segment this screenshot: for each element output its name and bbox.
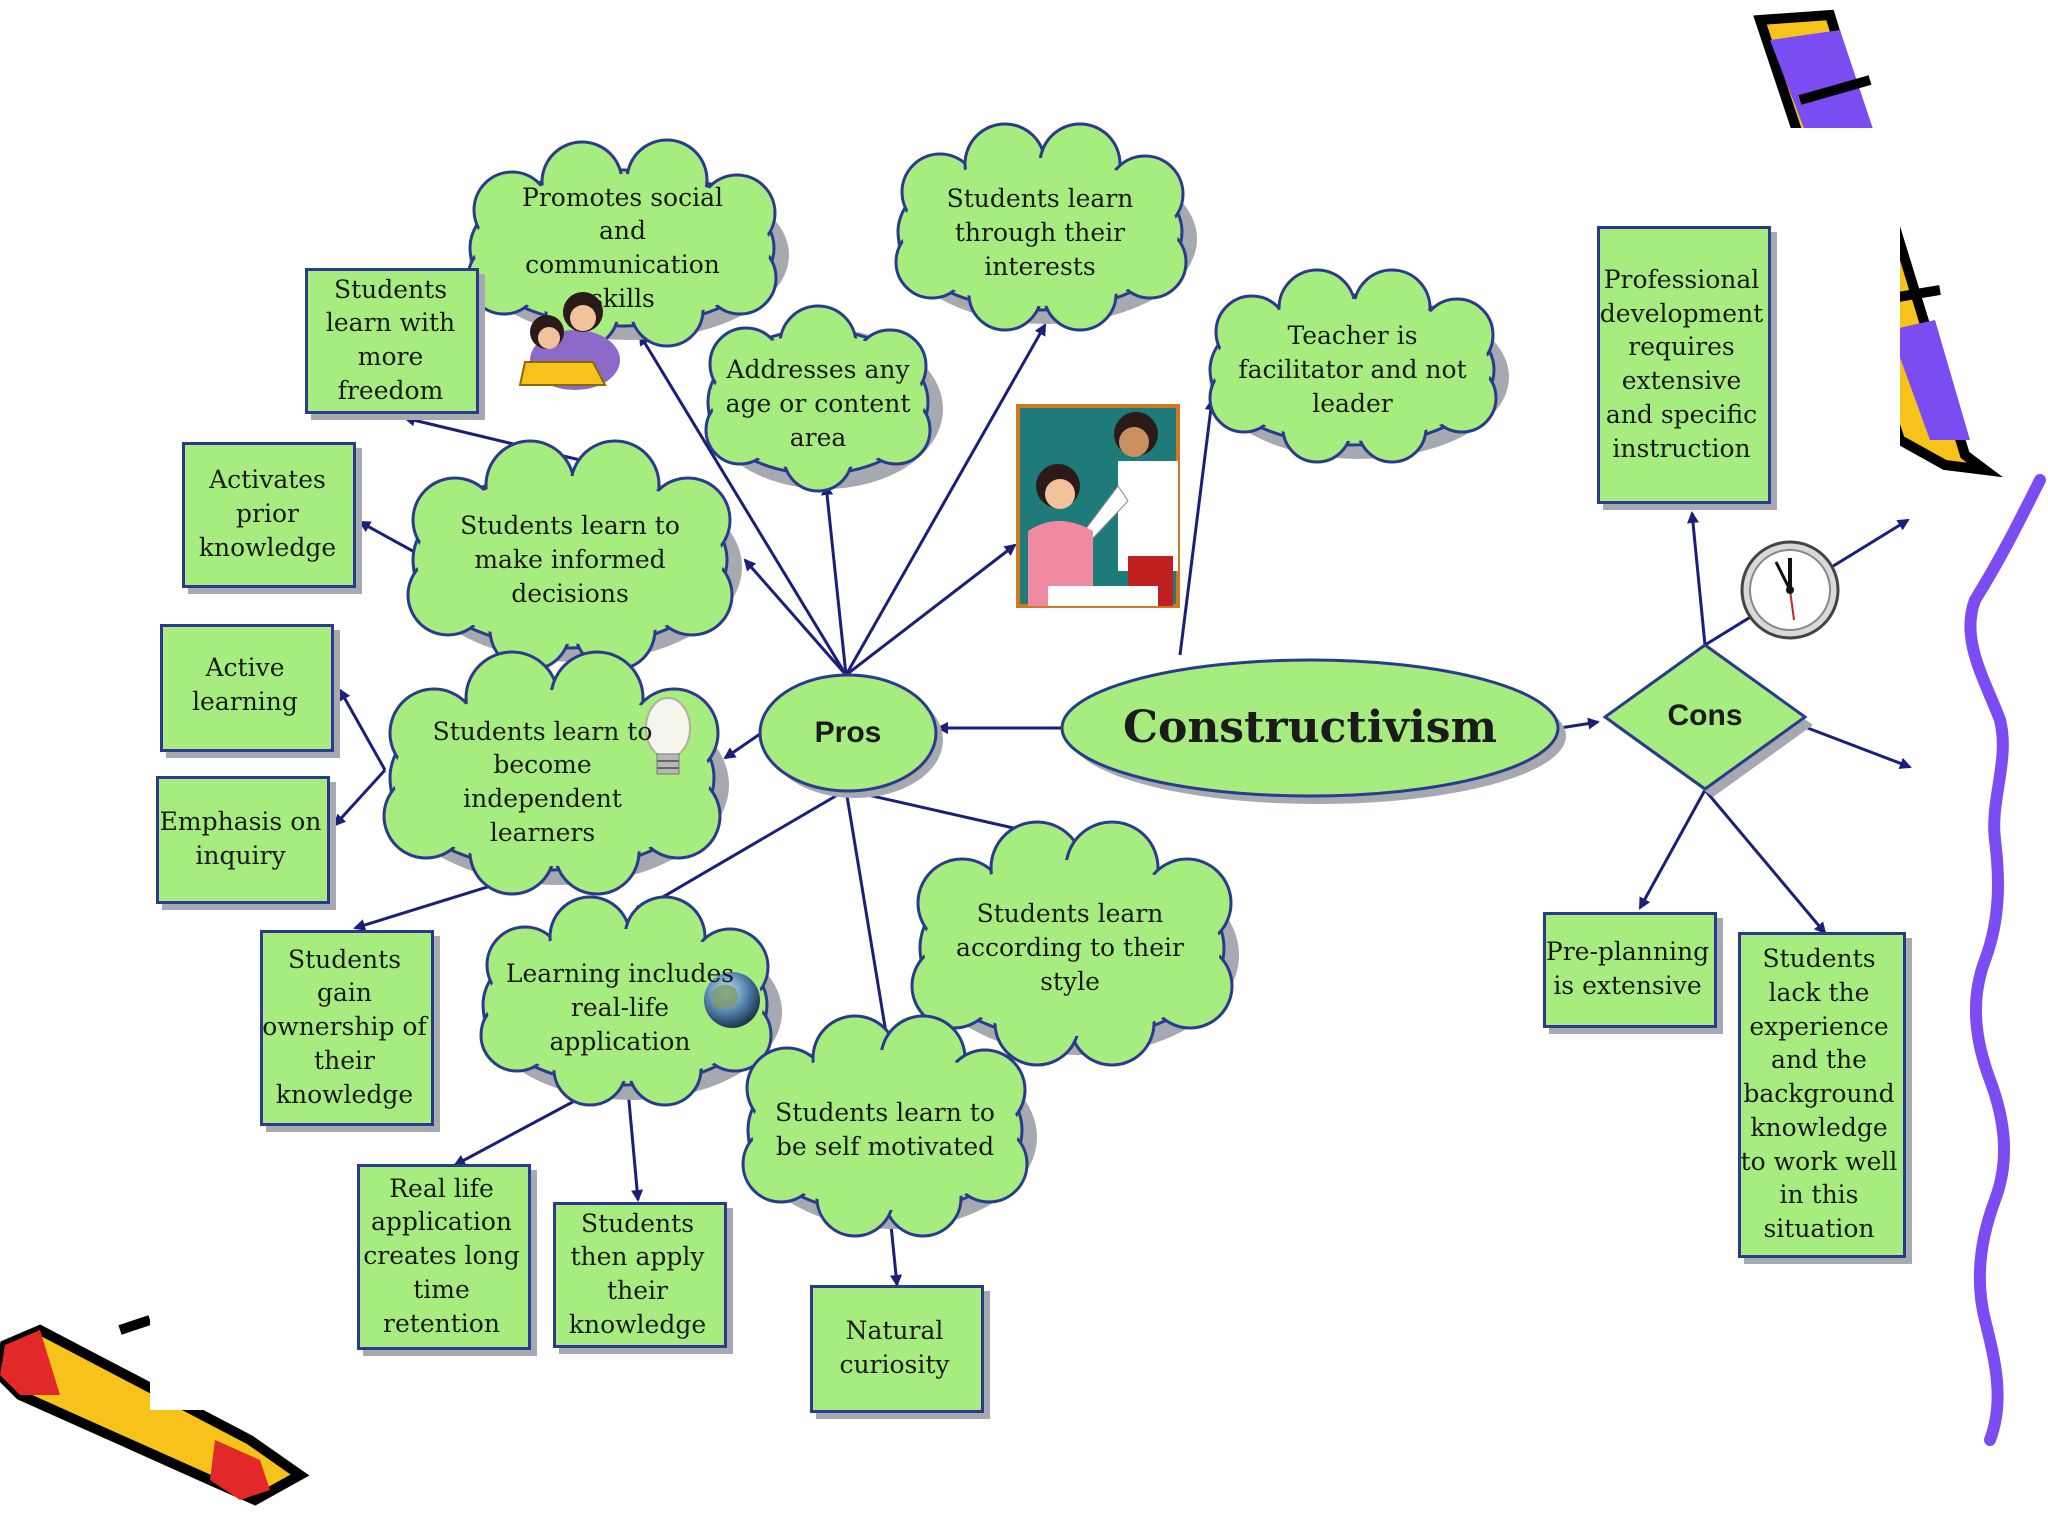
students-reading-icon (518, 292, 620, 390)
cloud-node-independent (382, 650, 729, 896)
pro-active-learning-label: Active learning (192, 653, 298, 716)
pro-interests-label: Students learn through their interests (946, 184, 1134, 281)
cloud-node-any-age (704, 304, 943, 493)
cloud-node-facilitator (1208, 268, 1509, 464)
node-ownership (260, 930, 434, 1126)
node-prior-knowledge (182, 442, 356, 588)
connectors (333, 323, 1912, 1287)
node-inquiry (156, 776, 330, 904)
node-more-freedom (305, 268, 479, 414)
pros-node-label: Pros (814, 715, 882, 749)
pro-retention-label: Real life application creates long time … (363, 1173, 520, 1338)
decorative-border-squiggle (1964, 474, 2046, 1446)
node-prof-dev (1597, 226, 1771, 504)
pro-any-age-label: Addresses any age or content area (725, 355, 911, 452)
pro-social-skills-label: Promotes social and communication skills (522, 183, 723, 313)
node-curiosity (810, 1285, 984, 1413)
pro-independent-label: Students learn to become independent lea… (432, 716, 653, 847)
pro-style-label: Students learn according to their style (956, 899, 1184, 996)
node-apply (553, 1202, 727, 1348)
clock-icon (1740, 540, 1840, 640)
pro-real-life-label: Learning includes real-life application (505, 959, 735, 1056)
node-retention (357, 1164, 531, 1350)
pro-facilitator-label: Teacher is facilitator and not leader (1238, 321, 1467, 418)
cloud-node-real-life (479, 895, 782, 1107)
lightbulb-icon (645, 697, 691, 775)
node-preplanning (1543, 912, 1717, 1028)
pencil-icon (0, 1315, 310, 1506)
con-lack-experience-label: Students lack the experience and the bac… (1740, 944, 1898, 1244)
pro-more-freedom-label: Students learn with more freedom (325, 274, 456, 405)
pro-self-motivated-label: Students learn to be self motivated (775, 1098, 995, 1161)
pro-prior-knowledge-label: Activates prior knowledge (198, 465, 337, 562)
cloud-node-style (910, 820, 1239, 1067)
pro-ownership-label: Students gain ownership of their knowled… (262, 944, 427, 1109)
cloud-node-self-motivated (741, 1014, 1037, 1238)
node-active-learning (160, 624, 334, 752)
con-prof-dev-label: Professional development requires extens… (1599, 264, 1764, 463)
center-node-label: Constructivism (1122, 702, 1498, 754)
node-lack-experience (1738, 932, 1906, 1258)
teacher-student-icon (1016, 404, 1180, 608)
globe-icon (704, 972, 760, 1028)
pro-curiosity-label: Natural curiosity (839, 1316, 950, 1379)
cons-node-shape (1602, 643, 1808, 791)
pros-node-shape (758, 673, 938, 793)
pro-apply-label: Students then apply their knowledge (568, 1208, 707, 1339)
cloud-node-social-skills (466, 138, 789, 350)
con-preplanning-label: Pre-planning is extensive (1545, 937, 1710, 1000)
cloud-node-interests (894, 122, 1197, 332)
pro-inquiry-label: Emphasis on inquiry (159, 807, 322, 870)
cloud-node-informed-decisions (406, 439, 742, 672)
pro-informed-decisions-label: Students learn to make informed decision… (460, 511, 680, 608)
cons-node-label: Cons (1667, 698, 1743, 732)
center-node-shape (1060, 658, 1560, 798)
